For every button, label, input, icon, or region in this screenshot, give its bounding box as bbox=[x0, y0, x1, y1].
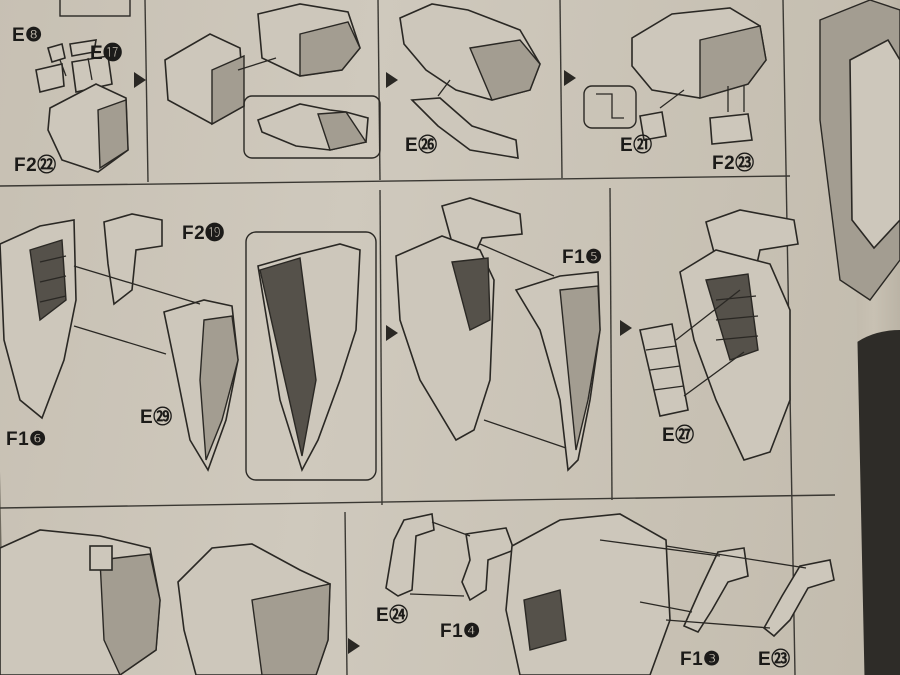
label-f2-23: F2㉓ bbox=[712, 153, 755, 174]
label-e21: E㉑ bbox=[620, 135, 653, 156]
panel-step-5 bbox=[0, 213, 377, 481]
label-e24: E㉔ bbox=[376, 605, 409, 626]
panel-step-1 bbox=[35, 0, 131, 173]
panel-step-6 bbox=[395, 197, 601, 472]
label-f1-3: F1❸ bbox=[680, 649, 721, 670]
label-e29: E㉙ bbox=[140, 407, 173, 428]
panel-step-2 bbox=[164, 3, 381, 159]
label-e23: E㉓ bbox=[758, 649, 791, 670]
label-e27: E㉗ bbox=[662, 425, 695, 446]
panel-step-8 bbox=[0, 529, 331, 675]
panel-step-3 bbox=[399, 3, 541, 159]
label-f1-5: F1❺ bbox=[562, 247, 603, 268]
panel-step-9 bbox=[385, 513, 835, 675]
panel-step-7 bbox=[639, 209, 799, 461]
robot-illustration bbox=[819, 0, 900, 301]
label-f2-22: F2㉒ bbox=[14, 155, 57, 176]
label-e26: E㉖ bbox=[405, 135, 438, 156]
label-e17: E⓱ bbox=[90, 43, 123, 64]
label-f2-19: F2⓳ bbox=[182, 223, 225, 244]
panel-dividers bbox=[0, 0, 836, 675]
label-e8: E❽ bbox=[12, 25, 43, 46]
label-f1-6: F1❻ bbox=[6, 429, 47, 450]
label-f1-4: F1❹ bbox=[440, 621, 481, 642]
step-arrows bbox=[134, 70, 632, 654]
panel-step-4 bbox=[583, 7, 767, 145]
